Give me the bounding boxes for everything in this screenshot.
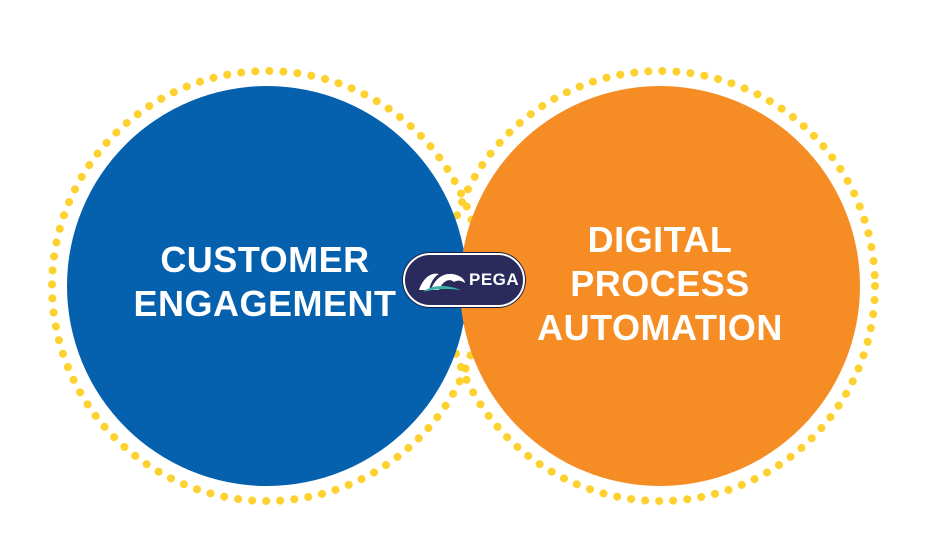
right-label-line-3: AUTOMATION (537, 307, 783, 348)
pega-logo-text: PEGA (469, 270, 520, 289)
right-label-line-1: DIGITAL (587, 219, 733, 260)
pega-logo-badge: PEGA (403, 253, 525, 307)
pega-logo-icon (419, 273, 465, 292)
left-label-line-2: ENGAGEMENT (133, 283, 397, 324)
right-circle (460, 86, 860, 486)
left-circle (67, 86, 467, 486)
right-label-line-2: PROCESS (570, 263, 750, 304)
customer-engagement-label: CUSTOMER ENGAGEMENT (110, 238, 420, 326)
digital-process-automation-label: DIGITAL PROCESS AUTOMATION (505, 218, 815, 350)
left-label-line-1: CUSTOMER (160, 239, 370, 280)
